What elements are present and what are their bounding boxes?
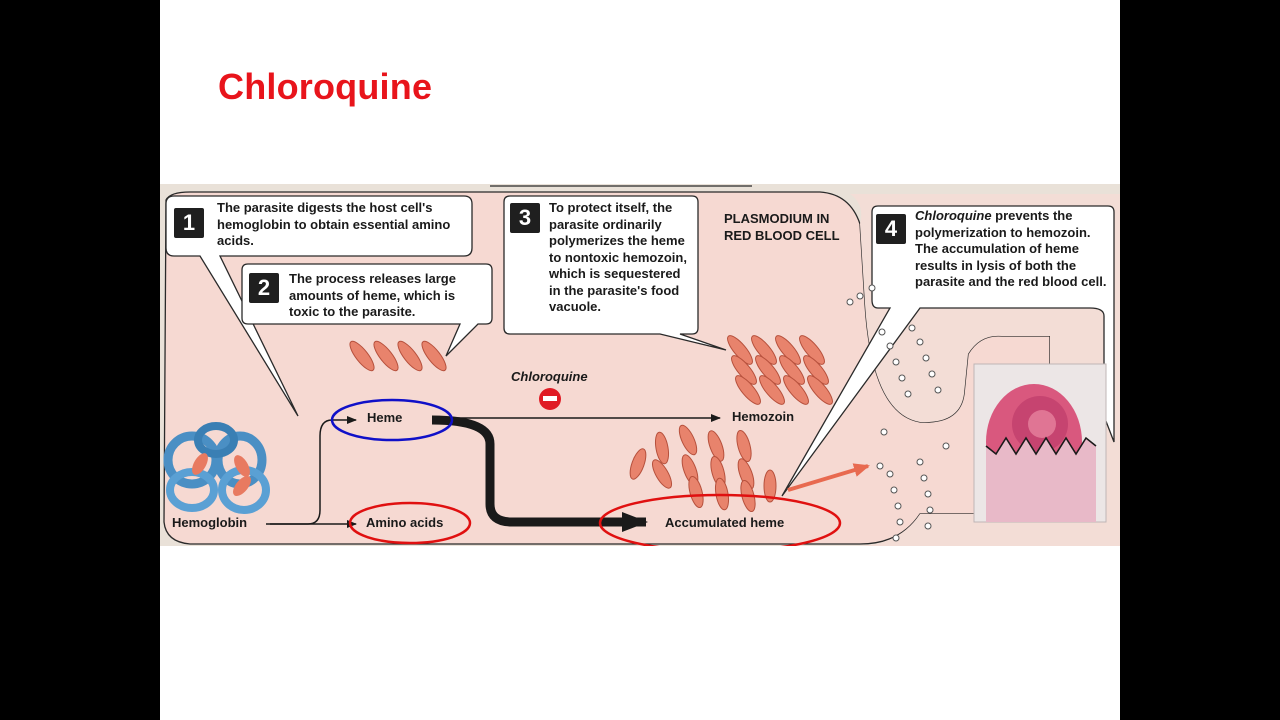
- step-4-badge: 4: [876, 214, 906, 244]
- step-1-text: The parasite digests the host cell's hem…: [217, 200, 451, 248]
- accumulated-heme-label: Accumulated heme: [665, 515, 785, 530]
- hemozoin-crystals-icon: [727, 335, 833, 405]
- cell-label: PLASMODIUM IN RED BLOOD CELL: [724, 211, 840, 243]
- accumulated-heme-molecules-icon: [629, 424, 777, 513]
- step-2-text: The process releases large amounts of he…: [289, 271, 456, 319]
- diagram-graphics: [163, 185, 1120, 546]
- step-4-italic-drug: Chloroquine: [915, 208, 992, 223]
- accumulated-heme-highlight-circle: [598, 493, 842, 546]
- hemoglobin-molecule-icon: [163, 422, 270, 514]
- step-4-body: prevents the polymerization to hemozoin.…: [915, 208, 1107, 289]
- lysed-red-blood-cell-icon: [985, 384, 1097, 522]
- step-1-badge: 1: [174, 208, 204, 238]
- heme-highlight-circle: [330, 398, 454, 442]
- mechanism-diagram: 1 The parasite digests the host cell's h…: [160, 184, 1120, 546]
- step-2-badge: 2: [249, 273, 279, 303]
- slide: Chloroquine: [160, 0, 1120, 720]
- hemoglobin-label: Hemoglobin: [172, 515, 248, 530]
- amino-acids-highlight-circle: [348, 501, 472, 545]
- amino-acids-label: Amino acids: [366, 515, 444, 530]
- slide-title: Chloroquine: [218, 66, 433, 107]
- step-4-text: Chloroquine prevents the polymerization …: [915, 208, 1107, 291]
- heme-molecules-icon: [349, 340, 447, 372]
- inhibition-icon: [539, 388, 561, 410]
- heme-label: Heme: [367, 410, 403, 425]
- step-3-badge: 3: [510, 203, 540, 233]
- membrane-lipids-icon: [846, 284, 950, 542]
- step-3-text: To protect itself, the parasite ordinari…: [549, 200, 687, 314]
- hemozoin-label: Hemozoin: [732, 409, 795, 424]
- chloroquine-label: Chloroquine: [511, 369, 588, 384]
